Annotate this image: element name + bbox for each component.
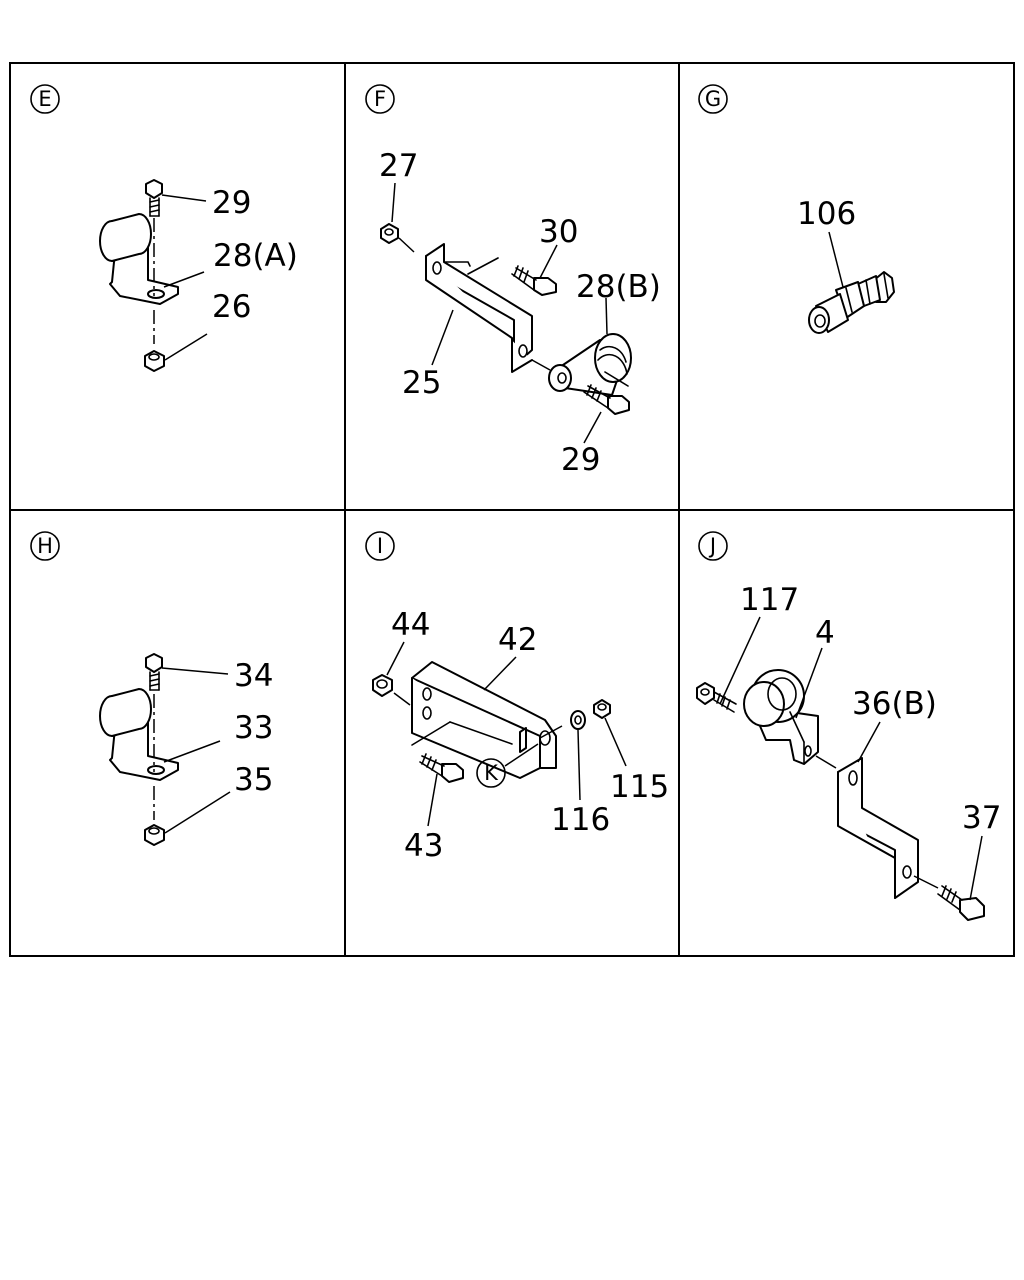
bolt-117 (696, 682, 737, 713)
panel-e-badge: E (30, 84, 60, 114)
label-116: 116 (551, 802, 610, 838)
panel-j: J (696, 531, 1001, 921)
svg-text:E: E (38, 87, 51, 111)
svg-text:K: K (484, 761, 499, 785)
label-117: 117 (740, 582, 799, 618)
label-43: 43 (404, 828, 443, 864)
svg-text:J: J (708, 534, 716, 558)
nut-27 (380, 223, 399, 244)
nut-115 (593, 699, 611, 719)
label-28b: 28(B) (576, 269, 661, 305)
label-33: 33 (234, 710, 273, 746)
washer-116 (570, 710, 586, 730)
fitting-106 (808, 271, 895, 334)
bolt-30 (511, 265, 557, 296)
panel-i: I (365, 531, 669, 864)
bolt-29-lower (583, 384, 630, 415)
bolt-29 (145, 179, 163, 217)
label-25: 25 (402, 365, 441, 401)
label-35: 35 (234, 762, 273, 798)
panel-h-badge: H (30, 531, 60, 561)
label-29-lower: 29 (561, 442, 600, 478)
svg-text:F: F (374, 87, 386, 111)
bolt-37 (937, 885, 985, 921)
panel-g: G 106 (698, 84, 895, 334)
panel-f: F (365, 84, 661, 478)
label-30: 30 (539, 214, 578, 250)
panel-e: E 29 28(A) 26 (30, 84, 298, 372)
svg-text:G: G (705, 87, 721, 111)
label-26: 26 (212, 289, 251, 325)
svg-text:H: H (37, 534, 53, 558)
bolt-43 (419, 753, 464, 783)
label-37: 37 (962, 800, 1001, 836)
ref-k-badge: K (476, 758, 506, 788)
panel-f-badge: F (365, 84, 395, 114)
panel-i-badge: I (365, 531, 395, 561)
nut-35 (144, 824, 165, 846)
clamp-4 (743, 669, 819, 765)
bracket-36b (837, 757, 919, 899)
label-34: 34 (234, 658, 273, 694)
clamp-33 (99, 688, 179, 781)
label-115: 115 (610, 769, 669, 805)
label-28a: 28(A) (213, 238, 298, 274)
label-36b: 36(B) (852, 686, 937, 722)
panel-g-badge: G (698, 84, 728, 114)
panel-h: H 34 33 35 (30, 531, 273, 846)
clamp-28b (548, 333, 632, 396)
label-29: 29 (212, 185, 251, 221)
label-42: 42 (498, 622, 537, 658)
label-106: 106 (797, 196, 856, 232)
bracket-25 (425, 243, 533, 373)
label-4: 4 (815, 615, 835, 651)
label-27: 27 (379, 148, 418, 184)
panel-j-badge: J (698, 531, 728, 561)
bracket-42 (411, 661, 557, 779)
svg-text:I: I (377, 534, 383, 558)
nut-26 (144, 350, 165, 372)
clamp-28a (99, 213, 179, 305)
nut-44 (372, 674, 393, 697)
label-44: 44 (391, 607, 430, 643)
bolt-34 (145, 653, 163, 691)
panel-grid (9, 62, 1015, 957)
